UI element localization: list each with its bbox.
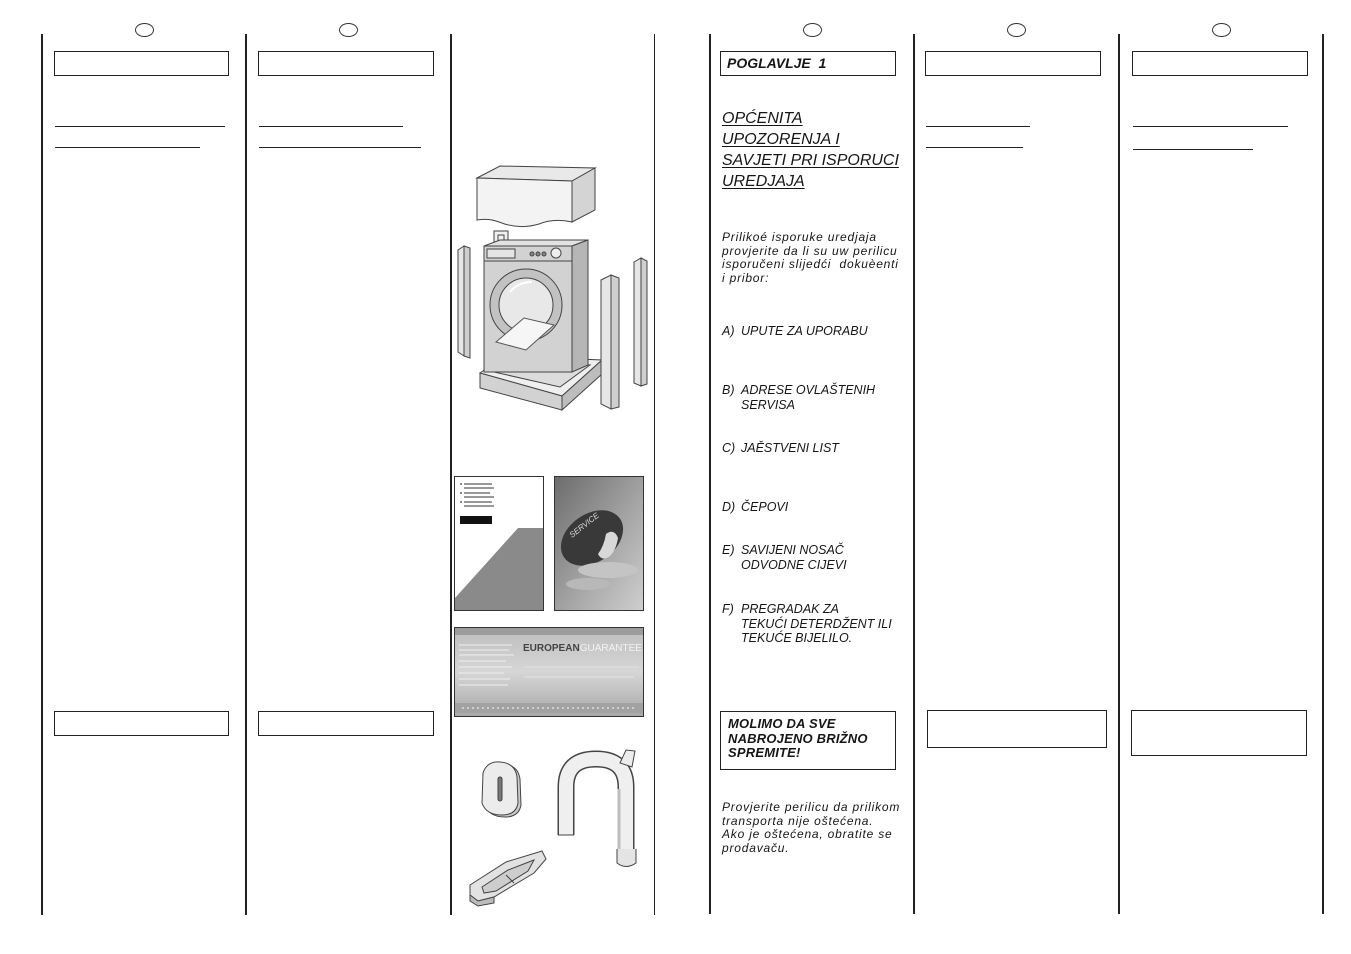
instruction-booklet-image [454,476,544,611]
guarantee-text-rows [459,644,514,686]
closing-line: Ako je oštećena, obratite se [722,827,893,841]
column-1-header-box [54,51,229,76]
closing-line: transporta nije oštećena. [722,813,874,828]
checklist-item: A) UPUTE ZA UPORABU [722,324,868,339]
checklist-text: ODVODNE CIJEVI [741,557,847,572]
washing-machine-packaging-illustration [457,165,648,412]
accessories-illustration [469,749,637,907]
section-title-line: UPOZORENJA I [722,131,840,148]
checklist-item: C) JAĚSTVENI LIST [722,441,839,456]
checklist-text: UPUTE ZA UPORABU [741,324,868,338]
booklet-gray-panel [455,528,543,610]
heading-underline [926,126,1030,127]
column-1-notice-box [54,711,229,736]
keep-items-notice: MOLIMO DA SVE NABROJENO BRIŽNO SPREMITE! [728,716,868,761]
heading-underline [1133,149,1253,150]
checklist-text: TEKUĆI DETERDŽENT ILI [741,616,892,631]
heading-underline [55,126,225,127]
closing-line: prodavaču. [722,840,790,855]
checklist-text: PREGRADAK ZA [741,602,839,616]
packaging-top-cap [475,165,597,228]
transport-check-paragraph: Provjerite perilicu da prilikom transpor… [722,800,910,855]
section-title-line: SAVJETI PRI ISPORUCI [722,152,899,169]
heading-underline [55,147,200,148]
column-rule [1118,34,1120,914]
checklist-letter: E) [722,543,735,557]
language-marker-oval [1007,23,1026,37]
checklist-text: JAĚSTVENI LIST [741,441,839,455]
checklist-text: TEKUĆE BIJELILO. [741,631,853,645]
checklist-letter: F) [722,602,734,616]
booklet-black-bar [460,516,492,524]
intro-line: provjerite da li su uw perilicu [722,243,898,258]
column-2-header-box [258,51,434,76]
service-figure [598,531,618,559]
column-rule [245,34,247,915]
column-rule [654,34,655,915]
checklist-item: F) PREGRADAK ZA TEKUĆI DETERDŽENT ILI TE… [722,602,892,646]
chapter-header-box [720,51,896,76]
column-5-header-box [925,51,1101,76]
checklist-item: B) ADRESE OVLAŠTENIH SERVISA [722,383,875,412]
intro-line: i pribor: [722,270,770,285]
intro-paragraph: Prilikoé isporuke uredjaja provjerite da… [722,230,910,285]
heading-underline [1133,126,1288,127]
checklist-letter: A) [722,324,735,338]
checklist-letter: C) [722,441,736,455]
checklist-letter: D) [722,500,736,514]
column-5-notice-box [927,710,1107,748]
column-6-header-box [1132,51,1308,76]
language-marker-oval [1212,23,1231,37]
checklist-letter: B) [722,383,735,397]
guarantee-logo-lettering: EUROPEANGUARANTEE [523,643,642,654]
washing-machine [483,230,589,373]
keep-items-notice-box [720,711,896,770]
closing-line: Provjerite perilicu da prilikom [722,800,901,814]
checklist-text: ADRESE OVLAŠTENIH [741,383,876,397]
column-rule [913,34,915,914]
checklist-text: SERVISA [741,397,795,412]
european-guarantee-image: EUROPEANGUARANTEE [454,627,644,717]
language-marker-oval [135,23,154,37]
checklist-text: SAVIJENI NOSAČ [741,543,844,557]
column-rule [450,34,452,915]
intro-line: isporučeni slijedći dokuèenti [722,257,899,271]
booklet-text-lines [464,483,494,507]
section-title: OPĆENITA UPOZORENJA I SAVJETI PRI ISPORU… [722,108,899,192]
heading-underline [259,126,403,127]
heading-underline [926,147,1023,148]
language-marker-oval [339,23,358,37]
checklist-item: D) ČEPOVI [722,500,788,515]
notice-line: SPREMITE! [728,745,801,760]
heading-underline [259,147,421,148]
cap-plug [481,761,522,818]
column-2-notice-box [258,711,434,736]
section-title-line: UREDJAJA [722,173,805,190]
intro-line: Prilikoé isporuke uredjaja [722,230,877,244]
column-6-notice-box [1131,710,1307,756]
hose-bracket [557,749,637,867]
liquid-detergent-compartment [469,850,547,907]
packaging-side-boards [457,245,648,410]
chapter-label: POGLAVLJE 1 [727,55,827,71]
column-rule [1322,34,1324,914]
notice-line: MOLIMO DA SVE [728,716,836,731]
notice-line: NABROJENO BRIŽNO [728,730,868,746]
language-marker-oval [803,23,822,37]
service-card-image: SERVICE [554,476,644,611]
column-rule [41,34,43,915]
checklist-text: ČEPOVI [741,500,789,514]
checklist-item: E) SAVIJENI NOSAČ ODVODNE CIJEVI [722,543,847,572]
section-title-line: OPĆENITA [722,110,803,127]
column-rule [709,34,711,914]
